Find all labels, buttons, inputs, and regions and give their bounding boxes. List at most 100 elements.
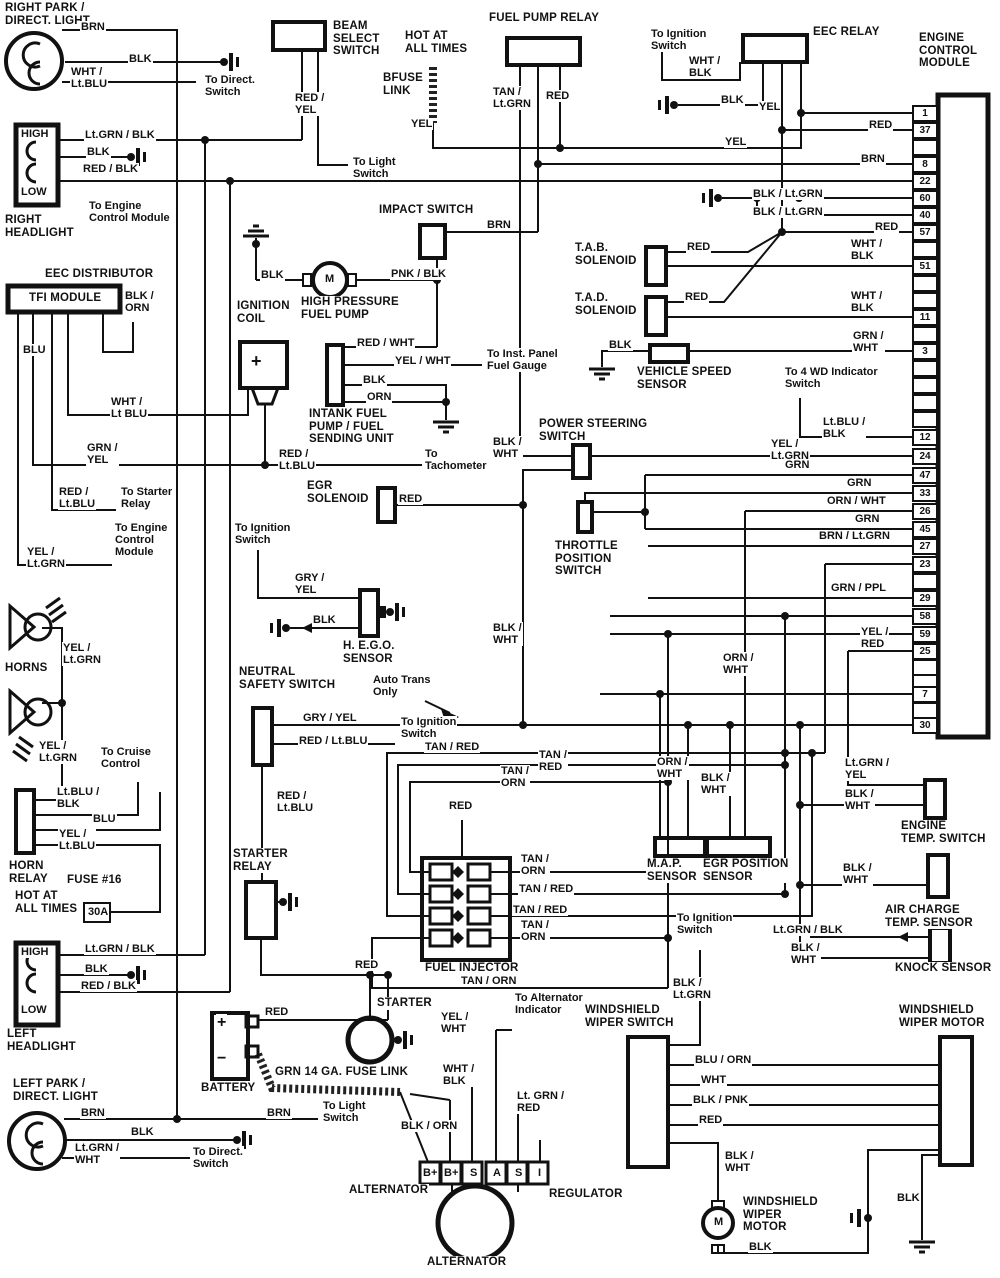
wire-label: S xyxy=(469,1167,479,1180)
wire-label: BLK xyxy=(608,339,633,352)
ecm-pin-blank xyxy=(912,573,938,590)
wire-label: BLK / Lt.GRN xyxy=(672,977,712,1002)
battery-terminal xyxy=(244,1014,260,1029)
windshield-wiper-switch-box xyxy=(626,1035,670,1169)
wire-label: To Light Switch xyxy=(322,1100,367,1125)
ignition-coil-tower xyxy=(249,386,281,406)
label-horn-relay: HORN RELAY xyxy=(8,860,49,886)
wire-label: BRN xyxy=(486,219,512,232)
ecm-pin-blank xyxy=(912,360,938,377)
knock-sensor-box xyxy=(928,926,952,965)
wire-label: Lt.GRN / YEL xyxy=(844,757,890,782)
wire-label: To Cruise Control xyxy=(100,746,152,771)
label-air-charge-temp-sensor: AIR CHARGE TEMP. SENSOR xyxy=(884,904,974,930)
wire-label: GRY / YEL xyxy=(302,712,358,725)
wire-label: To Ignition Switch xyxy=(650,28,708,53)
ecm-pin-7: 7 xyxy=(912,686,938,703)
injector-pin-6 xyxy=(466,884,492,904)
ecm-pin-30: 30 xyxy=(912,717,938,734)
label-eec-relay: EEC RELAY xyxy=(812,26,881,39)
injector-pin-1 xyxy=(428,862,454,882)
air-charge-temp-sensor-box xyxy=(926,853,950,899)
wire-label: RED xyxy=(686,241,712,254)
engine-temp-switch-box xyxy=(923,778,947,820)
wire-label: BLK xyxy=(720,94,745,107)
eec-relay-box xyxy=(741,33,809,64)
label-wiper-motor-bottom: WINDSHIELD WIPER MOTOR xyxy=(742,1196,819,1234)
wire-label: YEL / Lt.GRN xyxy=(38,740,78,765)
label-neutral-safety-switch: NEUTRAL SAFETY SWITCH xyxy=(238,666,337,692)
wire-label: BLU / ORN xyxy=(694,1054,753,1067)
wire-label: M xyxy=(713,1216,725,1229)
wire-label: RED xyxy=(698,1114,724,1127)
wire-label: BLK / WHT xyxy=(724,1150,755,1175)
wire-label: I xyxy=(537,1167,543,1180)
label-to-direct-switch: To Direct. Switch xyxy=(204,74,256,99)
wire-label: Lt.GRN / WHT xyxy=(74,1142,120,1167)
wiper-motor-circle xyxy=(701,1206,735,1240)
wire-label: HIGH xyxy=(20,128,50,141)
wire-label: LOW xyxy=(20,186,48,199)
wire-label: BLK / Lt.GRN xyxy=(752,188,824,201)
wire-label: YEL xyxy=(410,118,434,131)
wire-label: GRN / YEL xyxy=(86,442,119,467)
label-starter: STARTER xyxy=(376,997,433,1010)
earth-ground-icon xyxy=(909,1240,935,1254)
ecm-pin-25: 25 xyxy=(912,643,938,660)
ecm-pin-8: 8 xyxy=(912,156,938,173)
wire-label: WHT / BLK xyxy=(442,1063,476,1088)
right-park-light-bulb xyxy=(4,31,64,91)
reg-terminal-i xyxy=(526,1160,550,1186)
wire-label: 30A xyxy=(87,906,110,919)
wire-label: BLK / WHT xyxy=(790,942,821,967)
horn-icon xyxy=(23,697,53,727)
wire-label: ORN / WHT xyxy=(826,495,887,508)
earth-ground-icon xyxy=(589,367,615,381)
fuel-pump-relay-box xyxy=(505,36,582,67)
wire-label: BRN xyxy=(80,1107,106,1120)
injector-pin-4 xyxy=(428,928,454,948)
wire-label: HIGH xyxy=(20,946,50,959)
label-tfi-module: TFI MODULE xyxy=(28,292,103,305)
label-alternator-terminals: ALTERNATOR xyxy=(348,1184,430,1197)
label-throttle-position-switch: THROTTLE POSITION SWITCH xyxy=(554,540,619,578)
ecm-pin-22: 22 xyxy=(912,173,938,190)
wire-label: RED xyxy=(874,221,900,234)
label-tab-solenoid: T.A.B. SOLENOID xyxy=(574,242,638,268)
wire-label: BLK xyxy=(84,963,109,976)
wire-label: BLK xyxy=(130,1126,155,1139)
ecm-pin-33: 33 xyxy=(912,485,938,502)
horn-icon xyxy=(23,612,53,642)
ecm-pin-45: 45 xyxy=(912,521,938,538)
wire-label: PNK / BLK xyxy=(390,268,447,281)
pump-tab xyxy=(302,273,312,287)
wire-label: TAN / RED xyxy=(518,883,575,896)
connector-diamonds xyxy=(452,866,464,944)
wire-label: BLK / ORN xyxy=(124,290,155,315)
label-engine-temp-switch: ENGINE TEMP. SWITCH xyxy=(900,820,987,846)
ground-icon xyxy=(702,189,722,207)
label-ignition-coil: IGNITION COIL xyxy=(236,300,291,326)
label-windshield-wiper-switch: WINDSHIELD WIPER SWITCH xyxy=(584,1004,675,1030)
headlight-filaments xyxy=(25,140,37,184)
starter-motor xyxy=(345,1015,395,1065)
wire-label: TAN / Lt.GRN xyxy=(492,86,532,111)
wire-label: To Ignition Switch xyxy=(234,522,292,547)
map-sensor-box xyxy=(653,836,707,858)
knock-wire-arrow xyxy=(898,932,908,942)
label-fuel-injector: FUEL INJECTOR xyxy=(424,962,520,975)
horn-sound-marks xyxy=(45,596,67,624)
ground-icon xyxy=(394,1031,413,1049)
wire-label: To 4 WD Indicator Switch xyxy=(784,366,879,391)
wire-label: ORN / WHT xyxy=(722,652,755,677)
wire-label: YEL xyxy=(758,101,782,114)
bulb-filament xyxy=(24,1121,44,1166)
label-egr-position-sensor: EGR POSITION SENSOR xyxy=(702,858,790,884)
ecm-pin-1: 1 xyxy=(912,105,938,122)
wire-label: RED xyxy=(684,291,710,304)
wire-label: B+ xyxy=(422,1167,439,1180)
wire-label: To Tachometer xyxy=(424,448,488,473)
wire-label: RED xyxy=(264,1006,290,1019)
ecm-pin-23: 23 xyxy=(912,556,938,573)
label-map-sensor: M.A.P. SENSOR xyxy=(646,858,698,884)
